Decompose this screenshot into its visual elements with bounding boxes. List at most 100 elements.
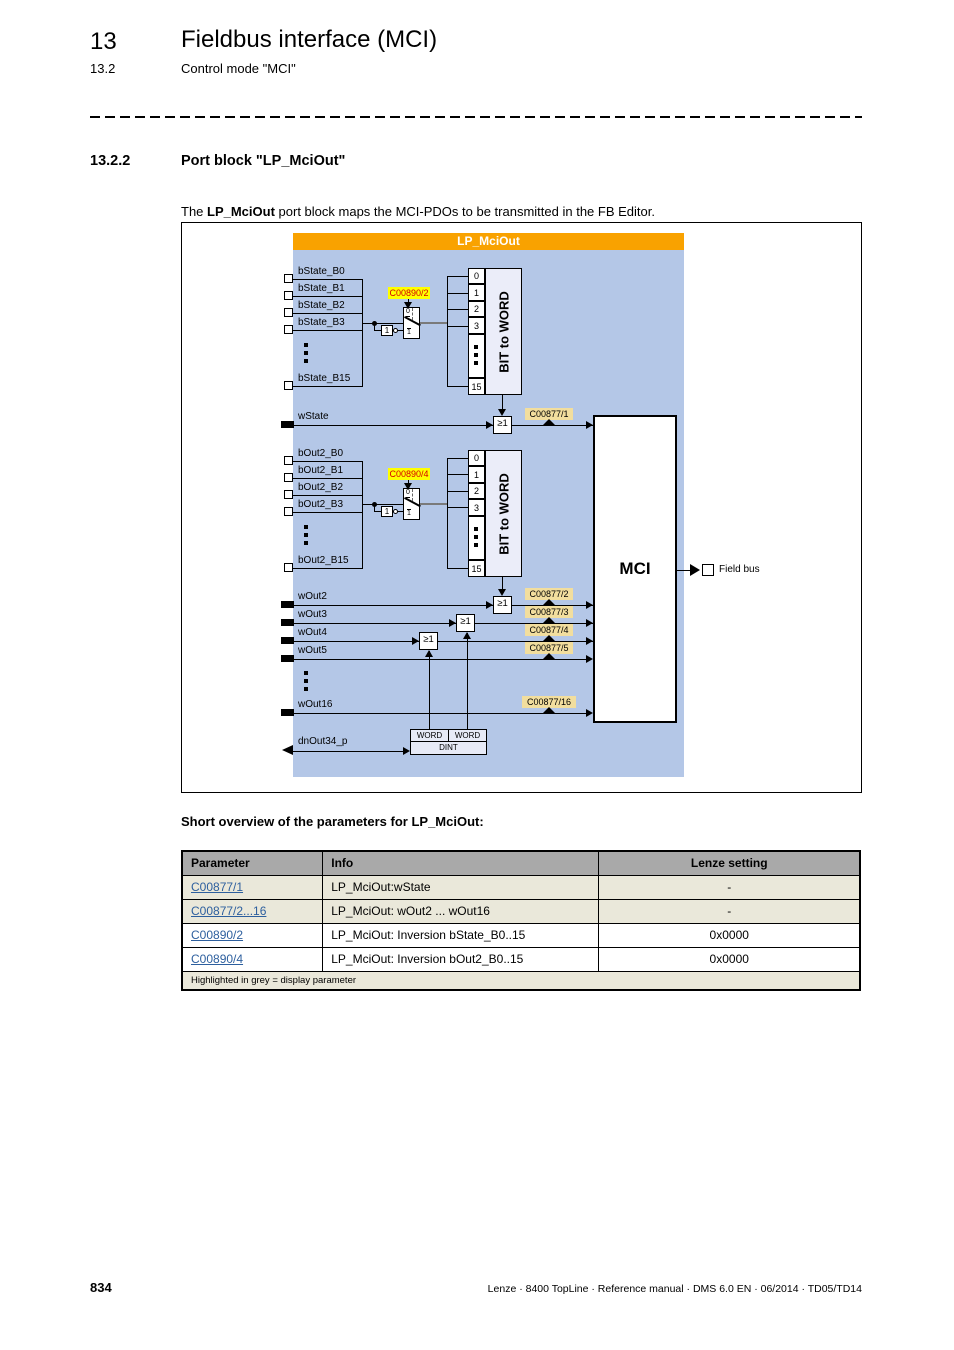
- wire: [447, 276, 468, 277]
- switch-pos-1: 1: [407, 328, 411, 336]
- param-setting: 0x0000: [598, 946, 861, 972]
- arrowhead-right: [586, 637, 593, 645]
- table-row: C00877/2...16 LP_MciOut: wOut2 ... wOut1…: [181, 898, 861, 924]
- col-header-parameter: Parameter: [181, 850, 324, 876]
- wire: [447, 309, 468, 310]
- bit-cell-15: 15: [468, 560, 485, 577]
- wire: [447, 458, 468, 459]
- page-number: 834: [90, 1280, 112, 1295]
- intro-text: The: [181, 204, 208, 219]
- wire: [294, 623, 456, 624]
- ellipsis-dots: [304, 343, 308, 363]
- word-input-port: [281, 709, 294, 716]
- inversion-bubble: [393, 509, 398, 514]
- table-header-row: Parameter Info Lenze setting: [181, 850, 861, 876]
- wire: [398, 330, 403, 331]
- wire: [429, 651, 430, 729]
- input-label-wout3: wOut3: [298, 609, 327, 620]
- param-link-c00890-2[interactable]: C00890/2: [191, 928, 244, 942]
- intro-paragraph: The LP_MciOut port block maps the MCI-PD…: [181, 204, 655, 219]
- word-input-port: [281, 421, 294, 428]
- arrowhead-right: [586, 709, 593, 717]
- word-input-port: [281, 601, 294, 608]
- overview-heading: Short overview of the parameters for LP_…: [181, 814, 484, 829]
- or-gate-wout3: ≥1: [456, 614, 475, 632]
- parameter-table: Parameter Info Lenze setting C00877/1 LP…: [181, 850, 861, 991]
- wire: [293, 461, 362, 462]
- tap-marker: [543, 617, 555, 623]
- wire: [502, 577, 503, 590]
- wire: [447, 386, 468, 387]
- bit-to-word-label: BIT to WORD: [496, 290, 511, 373]
- param-link-c00877-2-16[interactable]: C00877/2...16: [191, 904, 267, 918]
- param-info: LP_MciOut:wState: [322, 874, 600, 900]
- or-gate-wout4: ≥1: [419, 632, 438, 650]
- subsection-number: 13.2.2: [90, 153, 131, 169]
- input-label-bout2-b3: bOut2_B3: [298, 499, 344, 510]
- input-label-wout5: wOut5: [298, 645, 327, 656]
- param-link-c00890-4[interactable]: C00890/4: [191, 952, 244, 966]
- switch-pos-0: 0: [406, 489, 410, 498]
- param-tag-c00890-2[interactable]: C00890/2: [388, 287, 430, 299]
- wire: [447, 326, 468, 327]
- input-label-wout16: wOut16: [298, 699, 333, 710]
- param-link-c00877-1[interactable]: C00877/1: [191, 880, 244, 894]
- or-gate-wstate: ≥1: [493, 416, 512, 434]
- word-input-port: [281, 655, 294, 662]
- table-row: C00890/4 LP_MciOut: Inversion bOut2_B0..…: [181, 946, 861, 972]
- bit-cell-2: 2: [468, 301, 485, 317]
- wire-bracket: [447, 458, 448, 568]
- tap-marker: [543, 707, 555, 713]
- wire: [447, 491, 468, 492]
- fieldbus-port: [702, 564, 714, 576]
- wire: [293, 279, 362, 280]
- tap-marker: [543, 653, 555, 659]
- arrowhead-down: [498, 589, 506, 596]
- input-label-wout4: wOut4: [298, 627, 327, 638]
- arrowhead-right: [449, 619, 456, 627]
- wire: [467, 633, 468, 729]
- wire: [294, 605, 493, 606]
- wire: [447, 474, 468, 475]
- arrowhead-right: [690, 564, 700, 576]
- wire: [294, 713, 586, 714]
- param-tag-c00890-4[interactable]: C00890/4: [388, 468, 430, 480]
- bool-input-port: [284, 308, 293, 317]
- arrowhead-left: [282, 745, 293, 755]
- bit-cell-1: 1: [468, 466, 485, 483]
- table-footnote: Highlighted in grey = display parameter: [181, 970, 861, 991]
- word-input-port: [281, 637, 294, 644]
- tap-marker: [543, 419, 555, 425]
- input-label-wstate: wState: [298, 411, 329, 422]
- param-setting: -: [598, 898, 861, 924]
- mci-block: MCI: [593, 415, 677, 723]
- bool-input-port: [284, 473, 293, 482]
- param-tag-c00877-4: C00877/4: [525, 624, 573, 636]
- input-label-bout2-b15: bOut2_B15: [298, 555, 349, 566]
- bit-cell-0: 0: [468, 450, 485, 466]
- table-footnote-row: Highlighted in grey = display parameter: [181, 970, 861, 991]
- param-info: LP_MciOut: wOut2 ... wOut16: [322, 898, 600, 924]
- or-gate-wout2: ≥1: [493, 596, 512, 614]
- wire-bracket: [362, 461, 363, 569]
- wire: [447, 293, 468, 294]
- tap-marker: [543, 635, 555, 641]
- arrowhead-right: [486, 601, 493, 609]
- arrowhead-down: [498, 409, 506, 416]
- wire: [293, 751, 403, 752]
- intro-text: port block maps the MCI-PDOs to be trans…: [274, 204, 655, 219]
- bool-input-port: [284, 490, 293, 499]
- param-tag-c00877-3: C00877/3: [525, 606, 573, 618]
- wire: [293, 313, 362, 314]
- bit-cell-3: 3: [468, 499, 485, 516]
- diagram-title-bar: LP_MciOut: [293, 233, 684, 250]
- input-label-wout2: wOut2: [298, 591, 327, 602]
- wire: [447, 507, 468, 508]
- wire: [512, 425, 593, 426]
- ellipsis-dots: [304, 525, 308, 545]
- input-label-bout2-b2: bOut2_B2: [298, 482, 344, 493]
- param-setting: -: [598, 874, 861, 900]
- input-label-bstate-b3: bState_B3: [298, 317, 345, 328]
- subsection-title: Port block "LP_MciOut": [181, 153, 346, 169]
